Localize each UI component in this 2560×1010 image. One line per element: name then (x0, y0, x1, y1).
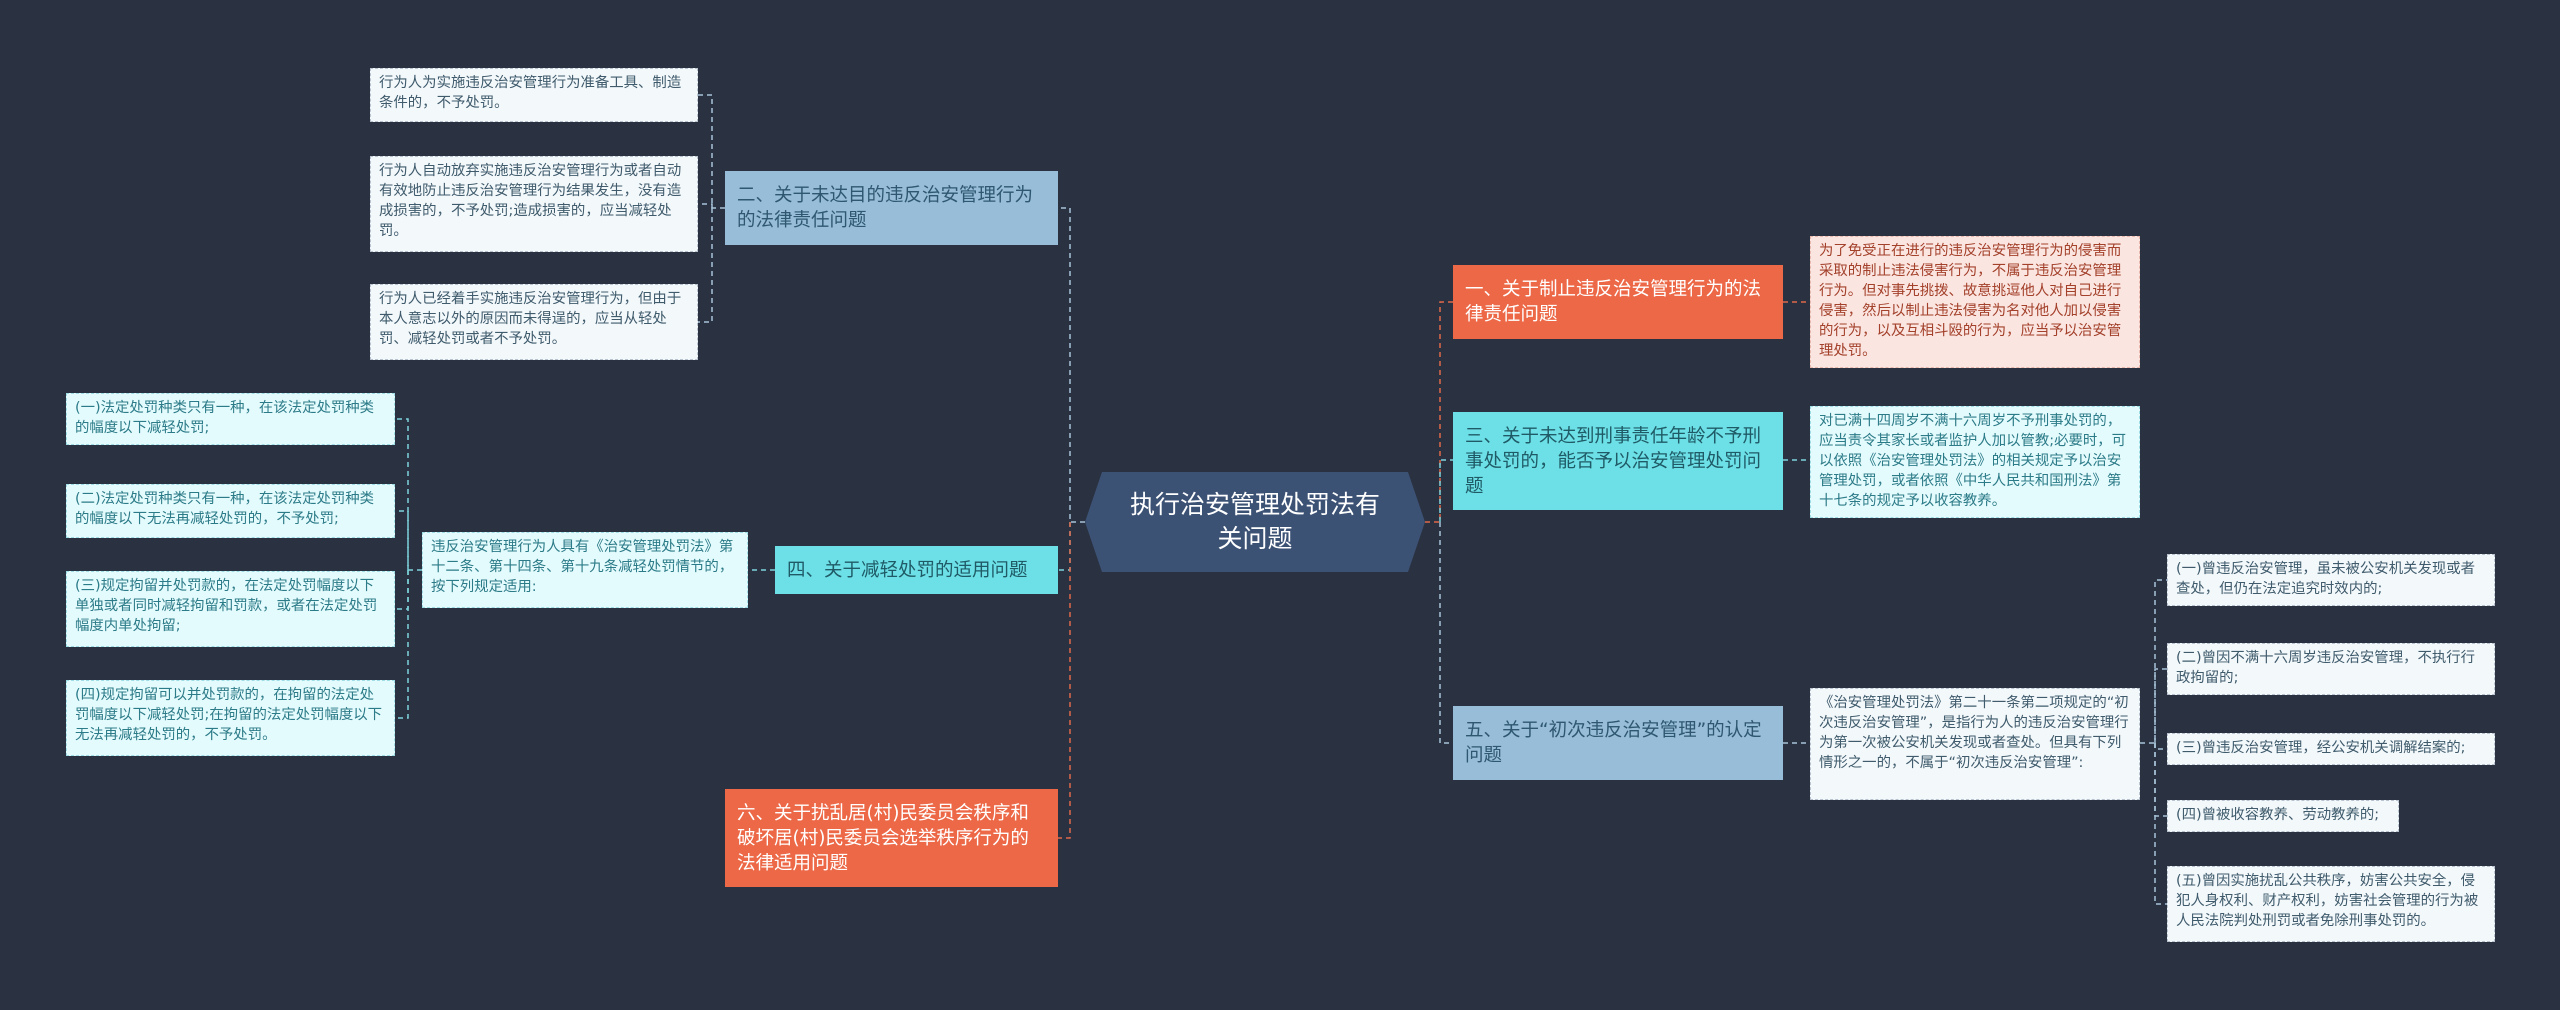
branch-2-item-2-text: 行为人自动放弃实施违反治安管理行为或者自动有效地防止违反治安管理行为结果发生，没… (379, 163, 682, 239)
branch-5-item-5-text: (五)曾因实施扰乱公共秩序，妨害公共安全，侵犯人身权利、财产权利，妨害社会管理的… (2176, 873, 2479, 929)
branch-3-detail[interactable]: 对已满十四周岁不满十六周岁不予刑事处罚的，应当责令其家长或者监护人加以管教;必要… (1810, 406, 2140, 518)
branch-3[interactable]: 三、关于未达到刑事责任年龄不予刑事处罚的，能否予以治安管理处罚问题 (1453, 412, 1783, 510)
branch-4-detail-text: 违反治安管理行为人具有《治安管理处罚法》第十二条、第十四条、第十九条减轻处罚情节… (431, 539, 734, 595)
branch-3-detail-text: 对已满十四周岁不满十六周岁不予刑事处罚的，应当责令其家长或者监护人加以管教;必要… (1819, 413, 2127, 509)
branch-4[interactable]: 四、关于减轻处罚的适用问题 (775, 546, 1058, 594)
branch-5-item-2[interactable]: (二)曾因不满十六周岁违反治安管理，不执行行政拘留的; (2167, 643, 2495, 695)
branch-4-item-2-text: (二)法定处罚种类只有一种，在该法定处罚种类的幅度以下无法再减轻处罚的，不予处罚… (75, 491, 375, 527)
branch-4-item-1-text: (一)法定处罚种类只有一种，在该法定处罚种类的幅度以下减轻处罚; (75, 400, 375, 436)
branch-5-item-1[interactable]: (一)曾违反治安管理，虽未被公安机关发现或者查处，但仍在法定追究时效内的; (2167, 554, 2495, 606)
branch-4-detail[interactable]: 违反治安管理行为人具有《治安管理处罚法》第十二条、第十四条、第十九条减轻处罚情节… (422, 532, 748, 608)
branch-5-detail[interactable]: 《治安管理处罚法》第二十一条第二项规定的“初次违反治安管理”，是指行为人的违反治… (1810, 688, 2140, 800)
branch-5-label: 五、关于“初次违反治安管理”的认定问题 (1465, 720, 1762, 766)
branch-4-item-1[interactable]: (一)法定处罚种类只有一种，在该法定处罚种类的幅度以下减轻处罚; (66, 393, 395, 445)
branch-1-detail[interactable]: 为了免受正在进行的违反治安管理行为的侵害而采取的制止违法侵害行为，不属于违反治安… (1810, 236, 2140, 368)
branch-4-item-3[interactable]: (三)规定拘留并处罚款的，在法定处罚幅度以下单独或者同时减轻拘留和罚款，或者在法… (66, 571, 395, 647)
branch-4-item-4-text: (四)规定拘留可以并处罚款的，在拘留的法定处罚幅度以下减轻处罚;在拘留的法定处罚… (75, 687, 383, 743)
branch-3-label: 三、关于未达到刑事责任年龄不予刑事处罚的，能否予以治安管理处罚问题 (1465, 425, 1762, 497)
central-topic[interactable]: 执行治安管理处罚法有关问题 (1085, 472, 1425, 572)
central-topic-label: 执行治安管理处罚法有关问题 (1129, 490, 1380, 553)
branch-4-label: 四、关于减轻处罚的适用问题 (787, 559, 1028, 581)
branch-1-detail-text: 为了免受正在进行的违反治安管理行为的侵害而采取的制止违法侵害行为，不属于违反治安… (1819, 243, 2122, 359)
branch-5-item-5[interactable]: (五)曾因实施扰乱公共秩序，妨害公共安全，侵犯人身权利、财产权利，妨害社会管理的… (2167, 866, 2495, 942)
branch-5-item-4[interactable]: (四)曾被收容教养、劳动教养的; (2167, 800, 2399, 832)
branch-2-item-1-text: 行为人为实施违反治安管理行为准备工具、制造条件的，不予处罚。 (379, 75, 682, 111)
branch-1[interactable]: 一、关于制止违反治安管理行为的法律责任问题 (1453, 265, 1783, 339)
branch-2-item-2[interactable]: 行为人自动放弃实施违反治安管理行为或者自动有效地防止违反治安管理行为结果发生，没… (370, 156, 698, 252)
branch-5-item-1-text: (一)曾违反治安管理，虽未被公安机关发现或者查处，但仍在法定追究时效内的; (2176, 561, 2476, 597)
branch-5[interactable]: 五、关于“初次违反治安管理”的认定问题 (1453, 706, 1783, 780)
branch-4-item-2[interactable]: (二)法定处罚种类只有一种，在该法定处罚种类的幅度以下无法再减轻处罚的，不予处罚… (66, 484, 395, 538)
branch-2-item-3-text: 行为人已经着手实施违反治安管理行为，但由于本人意志以外的原因而未得逞的，应当从轻… (379, 291, 682, 347)
branch-5-item-3-text: (三)曾违反治安管理，经公安机关调解结案的; (2176, 740, 2466, 756)
branch-2-label: 二、关于未达目的违反治安管理行为的法律责任问题 (737, 185, 1034, 231)
branch-2-item-3[interactable]: 行为人已经着手实施违反治安管理行为，但由于本人意志以外的原因而未得逞的，应当从轻… (370, 284, 698, 360)
branch-5-item-3[interactable]: (三)曾违反治安管理，经公安机关调解结案的; (2167, 733, 2495, 765)
branch-6-label: 六、关于扰乱居(村)民委员会秩序和破坏居(村)民委员会选举秩序行为的法律适用问题 (737, 802, 1029, 874)
branch-5-detail-text: 《治安管理处罚法》第二十一条第二项规定的“初次违反治安管理”，是指行为人的违反治… (1819, 695, 2129, 771)
branch-5-item-4-text: (四)曾被收容教养、劳动教养的; (2176, 807, 2380, 823)
branch-2-item-1[interactable]: 行为人为实施违反治安管理行为准备工具、制造条件的，不予处罚。 (370, 68, 698, 122)
branch-6[interactable]: 六、关于扰乱居(村)民委员会秩序和破坏居(村)民委员会选举秩序行为的法律适用问题 (725, 789, 1058, 887)
branch-5-item-2-text: (二)曾因不满十六周岁违反治安管理，不执行行政拘留的; (2176, 650, 2476, 686)
branch-1-label: 一、关于制止违反治安管理行为的法律责任问题 (1465, 279, 1762, 325)
branch-4-item-3-text: (三)规定拘留并处罚款的，在法定处罚幅度以下单独或者同时减轻拘留和罚款，或者在法… (75, 578, 378, 634)
branch-4-item-4[interactable]: (四)规定拘留可以并处罚款的，在拘留的法定处罚幅度以下减轻处罚;在拘留的法定处罚… (66, 680, 395, 756)
branch-2[interactable]: 二、关于未达目的违反治安管理行为的法律责任问题 (725, 171, 1058, 245)
